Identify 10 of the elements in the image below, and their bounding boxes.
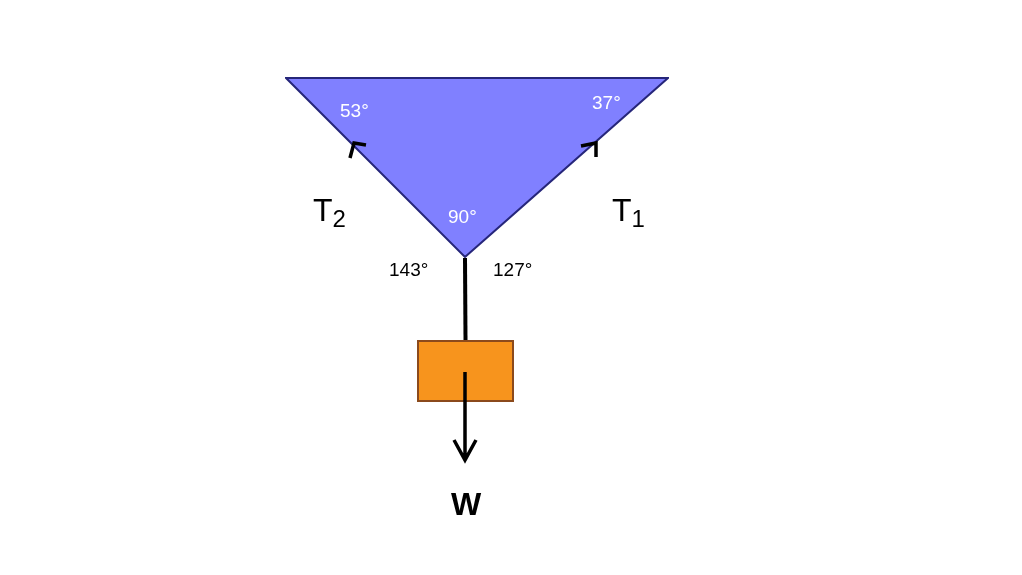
angle-label: 90° [448,205,477,229]
force-label: W [451,485,482,524]
rope-line [463,258,468,340]
force-label: 127° [493,258,533,282]
force-label: 143° [389,258,429,282]
angle-label: 53° [340,99,369,123]
angle-label: 37° [592,91,621,115]
force-label: T$_{1}$ [612,191,645,234]
weight-block [417,340,514,402]
force-label: T$_{2}$ [313,191,346,234]
